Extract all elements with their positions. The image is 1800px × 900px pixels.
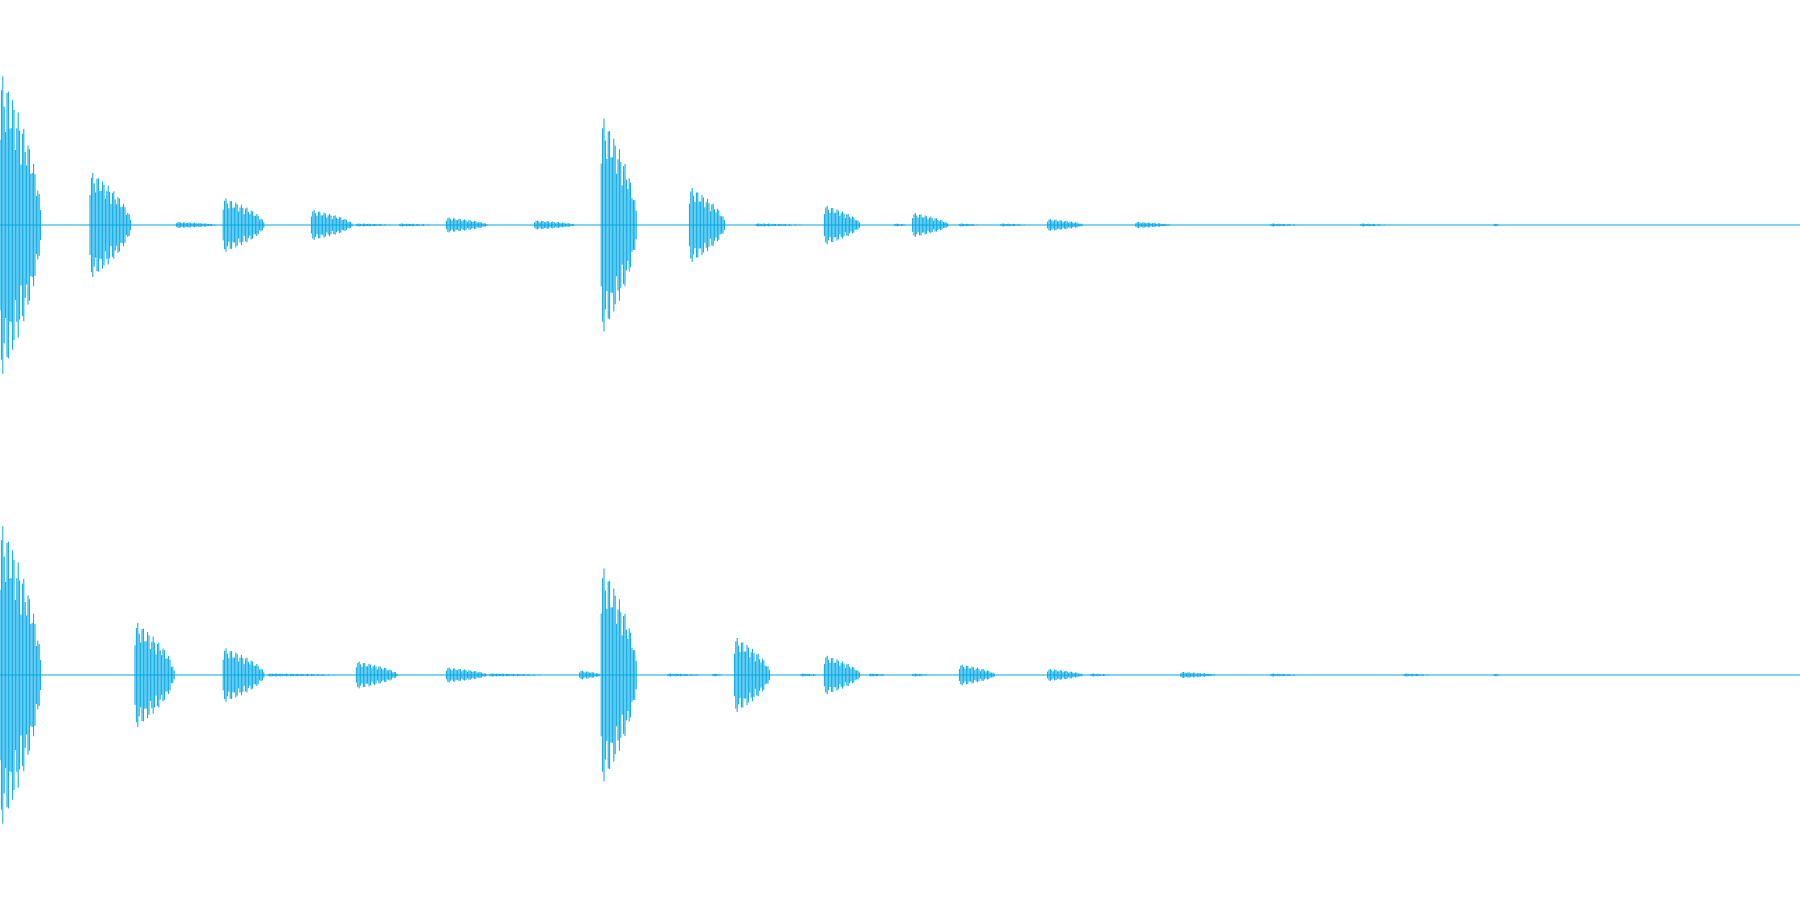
waveform-burst [755, 223, 810, 227]
waveform-burst [1135, 222, 1172, 228]
waveform-burst [1047, 219, 1084, 231]
waveform-burst [175, 222, 218, 228]
waveform-burst [958, 223, 983, 227]
waveform-burst [912, 213, 949, 237]
waveform-burst [134, 623, 175, 727]
waveform-burst [868, 673, 891, 677]
waveform-burst [0, 526, 42, 824]
waveform-burst [399, 223, 436, 227]
waveform-burst [1403, 673, 1433, 677]
waveform-burst [823, 205, 860, 245]
waveform-burst [355, 661, 398, 689]
waveform-burst [89, 172, 132, 278]
waveform-burst [1000, 223, 1030, 227]
waveform-burst [489, 673, 552, 677]
waveform-burst [712, 673, 724, 677]
waveform-burst [823, 655, 860, 695]
waveform-burst [579, 670, 602, 680]
waveform-burst [1270, 673, 1304, 677]
waveform-burst [894, 223, 910, 227]
waveform-burst [310, 210, 353, 240]
waveform-burst [1180, 672, 1217, 678]
waveform-burst [1493, 673, 1502, 677]
waveform-burst [445, 667, 488, 683]
waveform-burst [355, 223, 398, 227]
waveform-burst [1047, 669, 1084, 681]
waveform-burst [1090, 673, 1114, 677]
waveform-burst [733, 638, 770, 712]
waveform-burst [445, 217, 488, 233]
waveform-burst [534, 220, 576, 230]
waveform-burst [667, 673, 708, 677]
waveform-burst [222, 648, 265, 702]
channel-right [0, 526, 1800, 824]
waveform-burst [1493, 223, 1502, 227]
waveform-burst [1270, 223, 1304, 227]
waveform-burst [912, 673, 930, 677]
waveform-burst [688, 188, 725, 262]
waveform-burst [267, 673, 352, 677]
waveform-burst [222, 198, 265, 252]
waveform-burst [600, 118, 637, 332]
waveform-burst [958, 664, 995, 686]
waveform-burst [0, 76, 42, 374]
channel-left [0, 76, 1800, 374]
waveform-burst [600, 568, 637, 782]
waveform-burst [800, 673, 823, 677]
waveform-burst [1360, 223, 1390, 227]
